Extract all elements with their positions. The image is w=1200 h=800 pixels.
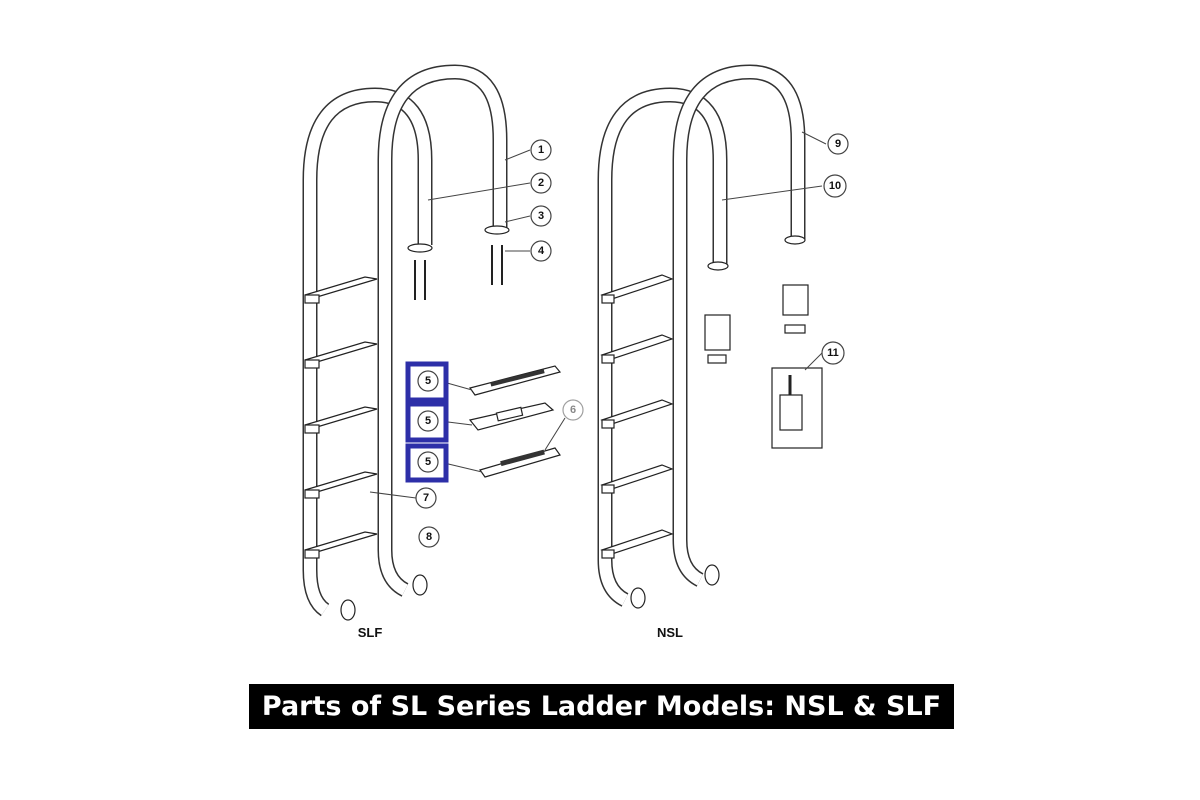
svg-text:9: 9 [835, 138, 841, 150]
svg-text:4: 4 [538, 245, 545, 257]
callout-8: 8 [418, 526, 440, 548]
nsl-ladder [597, 64, 823, 609]
diagram-caption: Parts of SL Series Ladder Models: NSL & … [249, 684, 954, 729]
svg-text:8: 8 [426, 531, 432, 543]
svg-text:6: 6 [570, 404, 576, 416]
callout-6: 6 [562, 399, 584, 421]
slf-ladder [302, 64, 510, 621]
slf-steps [304, 276, 378, 559]
svg-text:11: 11 [827, 347, 839, 359]
callout-5c: 5 [417, 451, 439, 473]
model-label-nsl: NSL [657, 625, 683, 640]
svg-text:5: 5 [425, 375, 431, 387]
svg-text:10: 10 [829, 180, 841, 192]
svg-text:5: 5 [425, 456, 431, 468]
callout-4: 4 [530, 240, 552, 262]
callout-10: 10 [823, 174, 847, 198]
svg-text:1: 1 [538, 144, 544, 156]
svg-text:3: 3 [538, 210, 544, 222]
loose-steps [468, 365, 562, 478]
svg-text:7: 7 [423, 492, 429, 504]
callout-11: 11 [821, 341, 845, 365]
callout-5a: 5 [417, 370, 439, 392]
callout-1: 1 [530, 139, 552, 161]
callout-2: 2 [530, 172, 552, 194]
callout-7: 7 [415, 487, 437, 509]
svg-text:2: 2 [538, 177, 544, 189]
leader-lines [369, 131, 827, 499]
svg-text:5: 5 [425, 415, 431, 427]
model-label-slf: SLF [358, 625, 383, 640]
callout-9: 9 [827, 133, 849, 155]
nsl-steps [600, 274, 674, 559]
callout-5b: 5 [417, 410, 439, 432]
callout-3: 3 [530, 205, 552, 227]
